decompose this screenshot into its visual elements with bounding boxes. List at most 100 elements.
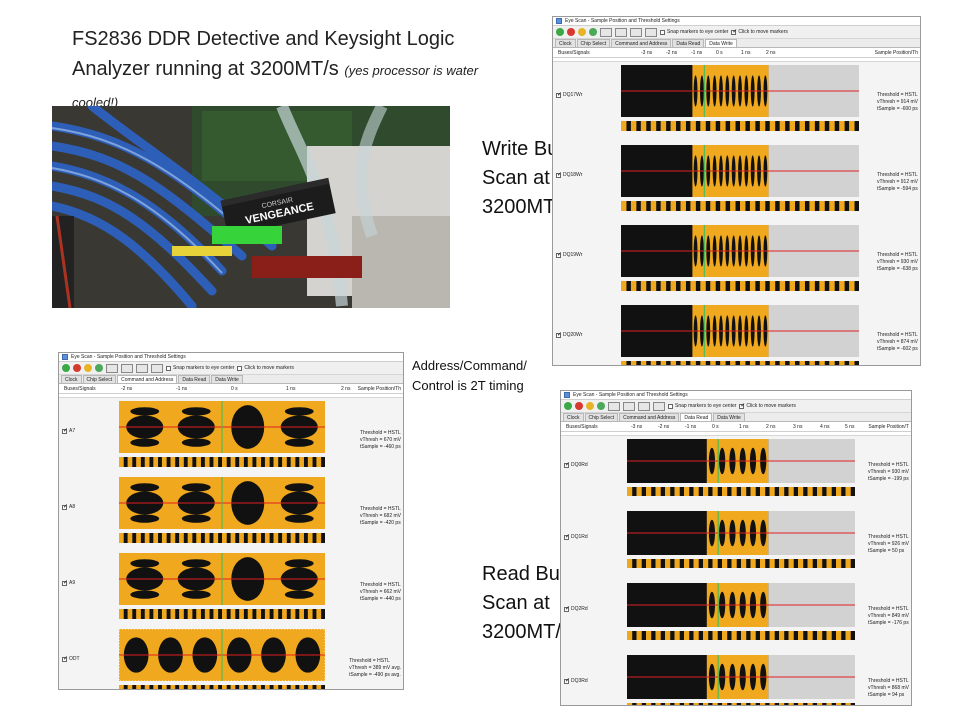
time-ruler[interactable] xyxy=(553,58,920,62)
checkbox-box[interactable] xyxy=(62,503,68,510)
grid-icon[interactable] xyxy=(600,27,612,37)
snap-markers-checkbox[interactable]: Snap markers to eye center xyxy=(166,365,234,371)
info-vthresh: vThresh = 682 mV xyxy=(360,513,401,519)
stop-icon[interactable] xyxy=(575,402,583,410)
checkbox-box[interactable] xyxy=(556,91,562,98)
checkbox-box[interactable] xyxy=(62,427,68,434)
run-icon[interactable] xyxy=(556,28,564,36)
signal-checkbox[interactable]: DQ2Rd xyxy=(564,605,588,612)
eye-diagram[interactable] xyxy=(627,439,855,483)
strip-segment xyxy=(640,361,647,365)
strip-segment xyxy=(670,281,677,291)
signal-checkbox[interactable]: DQ1Rd xyxy=(564,533,588,540)
signal-checkbox[interactable]: DQ17Wr xyxy=(556,91,582,98)
strip-segment xyxy=(798,703,804,705)
tab-data-read[interactable]: Data Read xyxy=(680,413,713,421)
stop-icon[interactable] xyxy=(73,364,81,372)
time-ruler[interactable] xyxy=(59,394,403,398)
waveform-icon[interactable] xyxy=(623,401,635,411)
strip-segment xyxy=(703,559,709,568)
settings-icon[interactable] xyxy=(578,28,586,36)
export-icon[interactable] xyxy=(151,363,163,373)
tab-clock[interactable]: Clock xyxy=(555,39,576,47)
info-vthresh: vThresh = 670 mV xyxy=(360,437,401,443)
waveform-icon[interactable] xyxy=(121,363,133,373)
signal-checkbox[interactable]: A9 xyxy=(62,579,75,586)
window-titlebar[interactable]: Eye Scan - Sample Position and Threshold… xyxy=(553,17,920,26)
eye-diagram[interactable] xyxy=(119,477,325,529)
sort-icon[interactable] xyxy=(597,402,605,410)
tab-chip-select[interactable]: Chip Select xyxy=(584,413,619,421)
eye-diagram[interactable] xyxy=(621,65,859,117)
strip-segment xyxy=(829,361,835,365)
tab-command-and-address[interactable]: Command and Address xyxy=(117,375,178,383)
sort-icon[interactable] xyxy=(95,364,103,372)
eye-diagram[interactable] xyxy=(627,511,855,555)
grid-icon[interactable] xyxy=(608,401,620,411)
signal-checkbox[interactable]: A8 xyxy=(62,503,75,510)
click-move-markers-checkbox[interactable]: Click to move markers xyxy=(739,402,796,409)
address-eye-scan-window[interactable]: Eye Scan - Sample Position and Threshold… xyxy=(58,352,404,690)
checkbox-box[interactable] xyxy=(564,533,570,540)
run-icon[interactable] xyxy=(62,364,70,372)
tab-clock[interactable]: Clock xyxy=(61,375,82,383)
click-move-markers-checkbox[interactable]: Click to move markers xyxy=(731,28,788,35)
tab-data-read[interactable]: Data Read xyxy=(178,375,211,383)
eye-diagram[interactable] xyxy=(627,655,855,699)
eye-diagram[interactable] xyxy=(119,553,325,605)
tab-data-write[interactable]: Data Write xyxy=(705,39,737,47)
sort-icon[interactable] xyxy=(589,28,597,36)
checkbox-box[interactable] xyxy=(564,677,570,684)
eye-diagram[interactable] xyxy=(627,583,855,627)
signal-checkbox[interactable]: DQ0Rd xyxy=(564,461,588,468)
signal-checkbox[interactable]: DQ3Rd xyxy=(564,677,588,684)
signal-checkbox[interactable]: ODT xyxy=(62,655,80,662)
tab-clock[interactable]: Clock xyxy=(563,413,584,421)
tab-data-read[interactable]: Data Read xyxy=(672,39,705,47)
tab-command-and-address[interactable]: Command and Address xyxy=(611,39,672,47)
checkbox-box[interactable] xyxy=(556,251,562,258)
eye-view-icon[interactable] xyxy=(630,27,642,37)
settings-icon[interactable] xyxy=(586,402,594,410)
checkbox-box[interactable] xyxy=(564,461,570,468)
eye-diagram[interactable] xyxy=(621,145,859,197)
tab-data-write[interactable]: Data Write xyxy=(713,413,745,421)
tab-chip-select[interactable]: Chip Select xyxy=(576,39,611,47)
time-ruler[interactable] xyxy=(561,432,911,436)
stop-icon[interactable] xyxy=(567,28,575,36)
export-icon[interactable] xyxy=(653,401,665,411)
checkbox-box[interactable] xyxy=(62,579,68,586)
eye-diagram[interactable] xyxy=(621,225,859,277)
checkbox-box[interactable] xyxy=(556,171,562,178)
settings-icon[interactable] xyxy=(84,364,92,372)
signal-name: DQ1Rd xyxy=(571,534,588,540)
tab-command-and-address[interactable]: Command and Address xyxy=(619,413,680,421)
signal-checkbox[interactable]: DQ18Wr xyxy=(556,171,582,178)
signal-checkbox[interactable]: DQ20Wr xyxy=(556,331,582,338)
grid-icon[interactable] xyxy=(106,363,118,373)
checkbox-box[interactable] xyxy=(556,331,562,338)
snap-markers-checkbox[interactable]: Snap markers to eye center xyxy=(668,403,736,409)
snap-markers-checkbox[interactable]: Snap markers to eye center xyxy=(660,29,728,35)
eye-diagram[interactable] xyxy=(621,305,859,357)
eye-view-icon[interactable] xyxy=(638,401,650,411)
signal-checkbox[interactable]: A7 xyxy=(62,427,75,434)
window-titlebar[interactable]: Eye Scan - Sample Position and Threshold… xyxy=(59,353,403,362)
eye-view-icon[interactable] xyxy=(136,363,148,373)
click-move-markers-checkbox[interactable]: Click to move markers xyxy=(237,365,294,371)
eye-diagram[interactable] xyxy=(119,629,325,681)
window-titlebar[interactable]: Eye Scan - Sample Position and Threshold… xyxy=(561,391,911,400)
waveform-icon[interactable] xyxy=(615,27,627,37)
signal-checkbox[interactable]: DQ19Wr xyxy=(556,251,582,258)
run-icon[interactable] xyxy=(564,402,572,410)
write-eye-scan-window[interactable]: Eye Scan - Sample Position and Threshold… xyxy=(552,16,921,366)
export-icon[interactable] xyxy=(645,27,657,37)
checkbox-box[interactable] xyxy=(62,655,68,662)
tab-chip-select[interactable]: Chip Select xyxy=(82,375,117,383)
read-eye-scan-window[interactable]: Eye Scan - Sample Position and Threshold… xyxy=(560,390,912,706)
eye-diagram[interactable] xyxy=(119,401,325,453)
checkbox-box[interactable] xyxy=(564,605,570,612)
tab-data-write[interactable]: Data Write xyxy=(211,375,243,383)
